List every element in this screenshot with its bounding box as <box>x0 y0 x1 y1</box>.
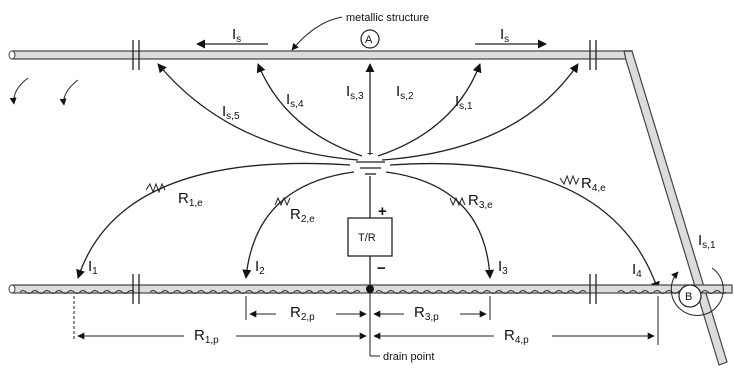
metallic-structure-pipe <box>8 40 728 366</box>
insulating-joint-bottom-right <box>589 274 597 304</box>
svg-text:Is: Is <box>500 26 509 45</box>
point-b-marker: B <box>678 284 702 308</box>
leaving-current-arrow-2 <box>59 79 79 106</box>
earth-path-r3e <box>385 171 495 279</box>
stray-current-is5 <box>157 63 359 161</box>
earth-path-r4e <box>389 162 660 291</box>
svg-text:Is: Is <box>232 26 241 45</box>
label-r3e: R3,e <box>468 192 493 211</box>
stray-current-right-arrow: Is <box>475 26 547 49</box>
earth-path-r1e <box>76 162 351 279</box>
stray-current-is1-b-loop <box>670 267 724 316</box>
resistor-r4e <box>559 174 580 186</box>
label-i1: I1 <box>88 258 98 277</box>
dimension-r2p: R2,p <box>249 304 367 323</box>
resistor-r2e <box>274 196 291 207</box>
label-r2e: R2,e <box>290 206 315 225</box>
metallic-structure-label: metallic structure <box>346 12 429 24</box>
stray-current-left-arrow: Is <box>196 26 268 49</box>
stray-current-is1 <box>381 63 579 161</box>
metallic-structure-leader <box>291 16 343 51</box>
resistor-r3e <box>449 196 466 207</box>
tr-minus-label: − <box>377 260 386 277</box>
label-is5: Is,5 <box>222 103 240 122</box>
svg-text:R4,p: R4,p <box>504 327 529 346</box>
earth-path-r2e <box>242 171 355 279</box>
stray-current-is4 <box>256 63 363 157</box>
label-is2: Is,2 <box>396 83 414 102</box>
svg-text:R3,p: R3,p <box>414 304 439 323</box>
drain-point-label: drain point <box>383 351 434 363</box>
insulating-joint-top-right <box>589 40 597 70</box>
label-r1e: R1,e <box>178 190 203 209</box>
label-is4: Is,4 <box>286 91 304 110</box>
label-i2: I2 <box>255 258 265 277</box>
insulating-joint-top-left <box>132 40 140 70</box>
tr-plus-label: + <box>378 203 387 220</box>
insulating-joint-bottom-left <box>132 274 140 304</box>
dimension-r4p: R4,p <box>373 327 655 346</box>
label-is1-b: Is,1 <box>698 232 716 251</box>
tr-label: T/R <box>358 232 376 244</box>
resistor-r1e <box>145 182 166 194</box>
dimension-r1p: R1,p <box>77 327 367 346</box>
transformer-rectifier: T/R + − <box>347 176 393 289</box>
label-is1: Is,1 <box>455 93 473 112</box>
label-r4e: R4,e <box>581 175 606 194</box>
point-a-label: A <box>365 34 373 46</box>
label-is3: Is,3 <box>346 83 364 102</box>
leaving-current-arrow-1 <box>9 77 29 105</box>
point-a-marker: A <box>360 29 380 49</box>
svg-text:R1,p: R1,p <box>194 327 219 346</box>
point-b-label: B <box>685 291 692 303</box>
stray-current-is2 <box>377 63 482 157</box>
label-i4: I4 <box>632 261 642 280</box>
dimension-r3p: R3,p <box>373 304 487 323</box>
svg-text:R2,p: R2,p <box>290 304 315 323</box>
label-i3: I3 <box>498 258 508 277</box>
drain-point-dot <box>366 285 374 293</box>
